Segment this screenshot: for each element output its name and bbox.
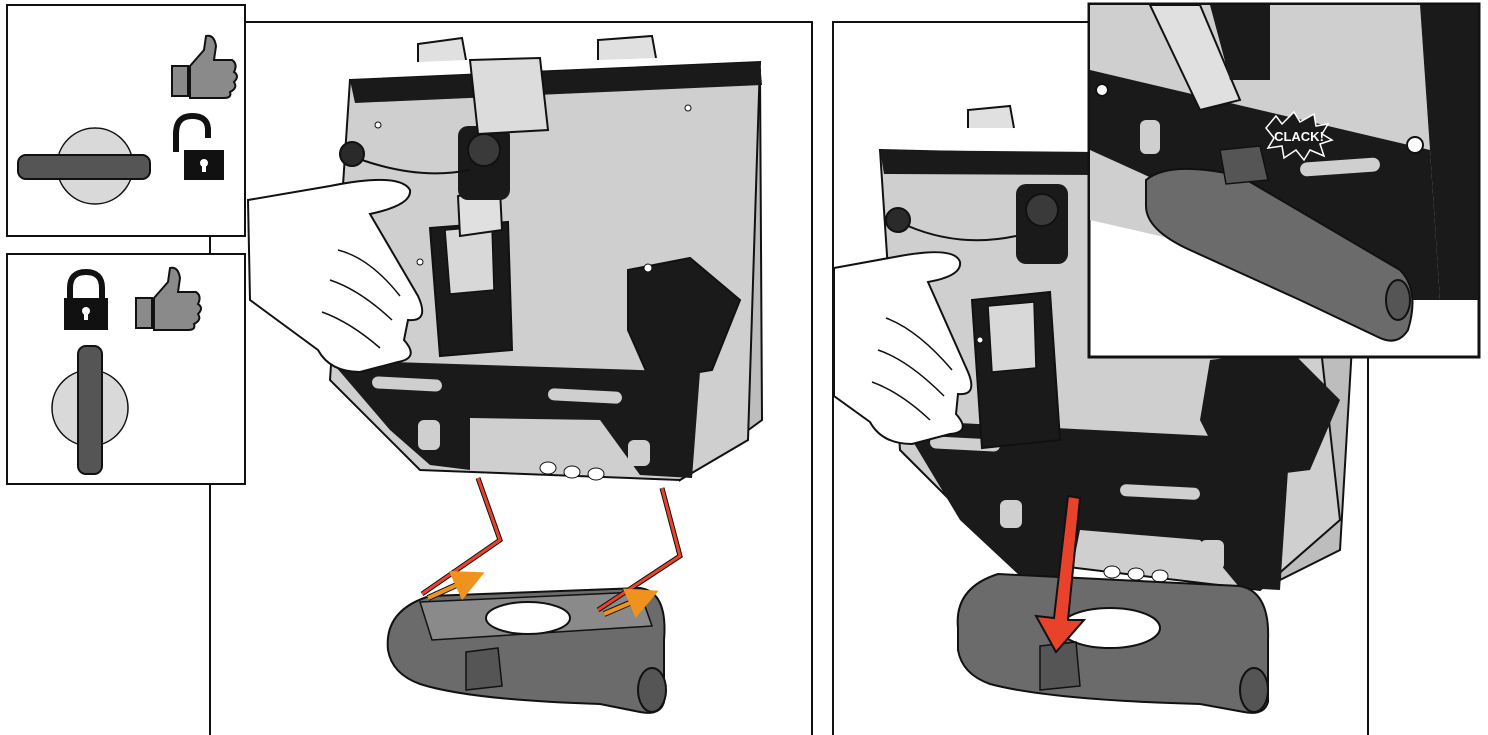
hand-illustration [246,178,424,374]
hook-arrows [426,571,659,618]
thumbs-up-icon [135,266,202,331]
top-case [328,34,764,482]
down-arrow [1034,494,1087,654]
mounting-base [386,586,667,714]
clack-label: CLACK! [1274,129,1324,144]
clack-detail-inset: CLACK! [1087,2,1481,359]
unlocked-padlock-icon [173,112,224,180]
key-knob-vertical-icon [51,345,129,475]
lock-icon-box [6,253,246,485]
mounting-base [956,572,1270,714]
hand-illustration [833,251,973,446]
thumbs-up-icon [171,34,238,99]
guide-lines [420,477,683,613]
unlock-icon-box [6,4,246,237]
locked-padlock-icon [64,268,108,330]
key-knob-horizontal-icon [17,127,151,205]
step-1-panel [209,21,813,735]
clack-burst: CLACK! [1265,110,1334,162]
